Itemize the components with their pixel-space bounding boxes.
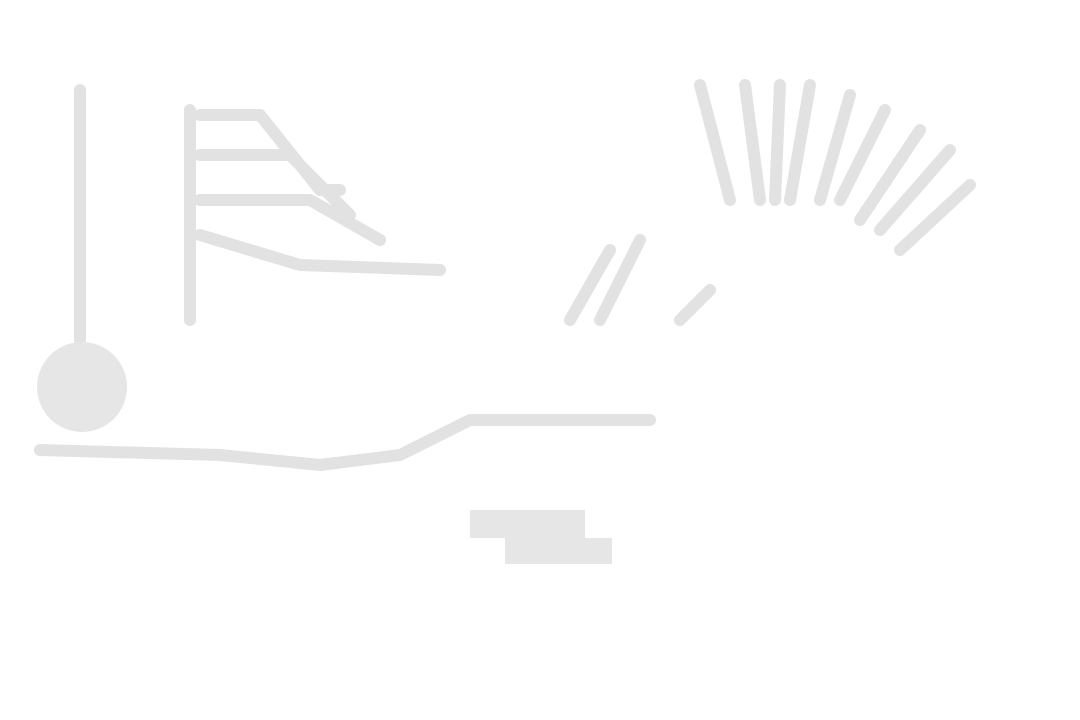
stair-shape <box>184 104 446 326</box>
circle-shape <box>37 342 127 432</box>
block-1 <box>470 510 585 538</box>
diagonal-strokes <box>564 234 716 326</box>
block-2 <box>505 538 612 564</box>
rays <box>694 79 976 256</box>
baseline-curve <box>34 414 656 471</box>
